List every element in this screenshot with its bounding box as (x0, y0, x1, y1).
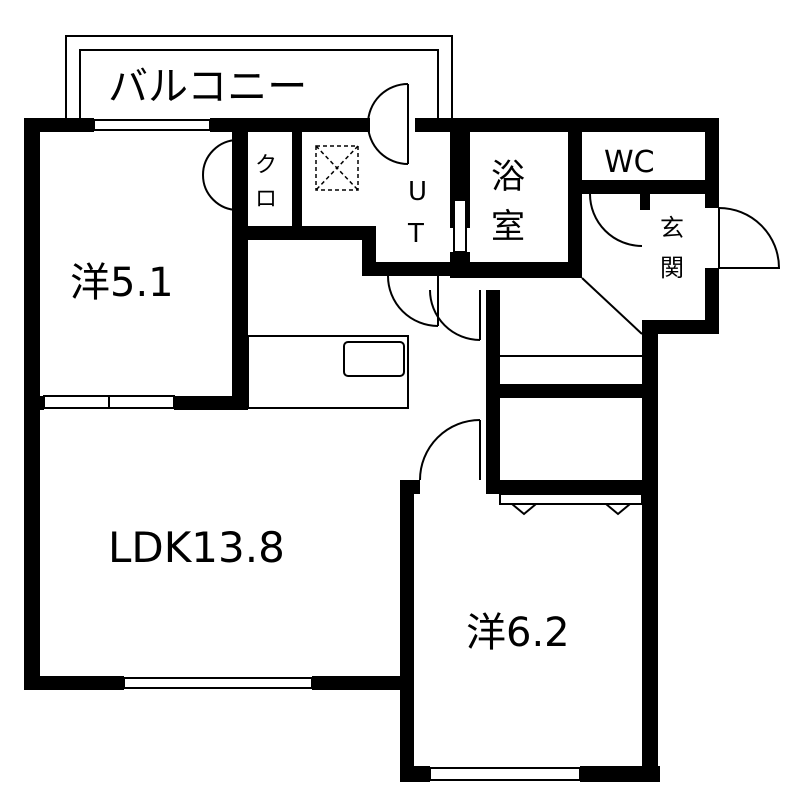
door-swings (201, 83, 781, 481)
entrance-label-2: 関 (660, 254, 684, 282)
entrance-label-1: 玄 (660, 214, 684, 242)
balcony (65, 35, 453, 118)
closet-label-1: ク (255, 153, 277, 178)
wc-label: WC (604, 145, 655, 180)
ut-label-2: T (407, 219, 424, 249)
bath-label-1: 浴 (491, 157, 525, 197)
room1-label: 洋5.1 (70, 260, 174, 306)
washer-pan (315, 145, 359, 191)
closet-label-2: ロ (255, 187, 277, 212)
ut-label-1: U (408, 177, 427, 207)
windows (43, 119, 581, 781)
storage-doors (499, 493, 643, 516)
balcony-label: バルコニー (108, 64, 307, 110)
walls (24, 118, 719, 782)
bath-label-2: 室 (491, 207, 525, 247)
kitchen-counter (247, 335, 409, 409)
hallway-lines (500, 277, 643, 357)
ldk-label: LDK13.8 (108, 523, 285, 572)
room2-label: 洋6.2 (466, 610, 570, 656)
